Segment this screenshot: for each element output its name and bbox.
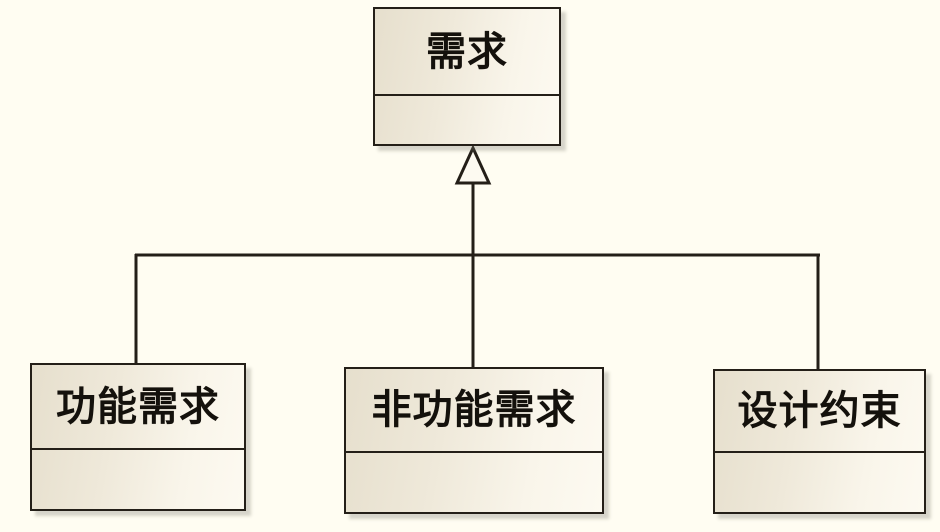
- class-name-compartment: 需求: [375, 9, 559, 96]
- uml-class-nonfunctional-requirement[interactable]: 非功能需求: [344, 367, 604, 514]
- class-name-label: 非功能需求: [371, 386, 577, 433]
- class-name-label: 需求: [426, 27, 508, 75]
- class-attributes-compartment: [346, 453, 602, 512]
- class-attributes-compartment: [715, 453, 924, 512]
- uml-class-functional-requirement[interactable]: 功能需求: [30, 363, 246, 511]
- uml-class-design-constraint[interactable]: 设计约束: [713, 369, 926, 514]
- class-name-compartment: 设计约束: [715, 371, 924, 453]
- class-name-label: 设计约束: [737, 387, 902, 434]
- class-name-compartment: 非功能需求: [346, 369, 602, 453]
- class-attributes-compartment: [375, 96, 559, 144]
- generalization-arrowhead-icon: [454, 144, 492, 185]
- class-name-label: 功能需求: [56, 382, 220, 430]
- class-attributes-compartment: [32, 450, 244, 509]
- class-name-compartment: 功能需求: [32, 365, 244, 450]
- uml-class-requirement[interactable]: 需求: [373, 7, 561, 146]
